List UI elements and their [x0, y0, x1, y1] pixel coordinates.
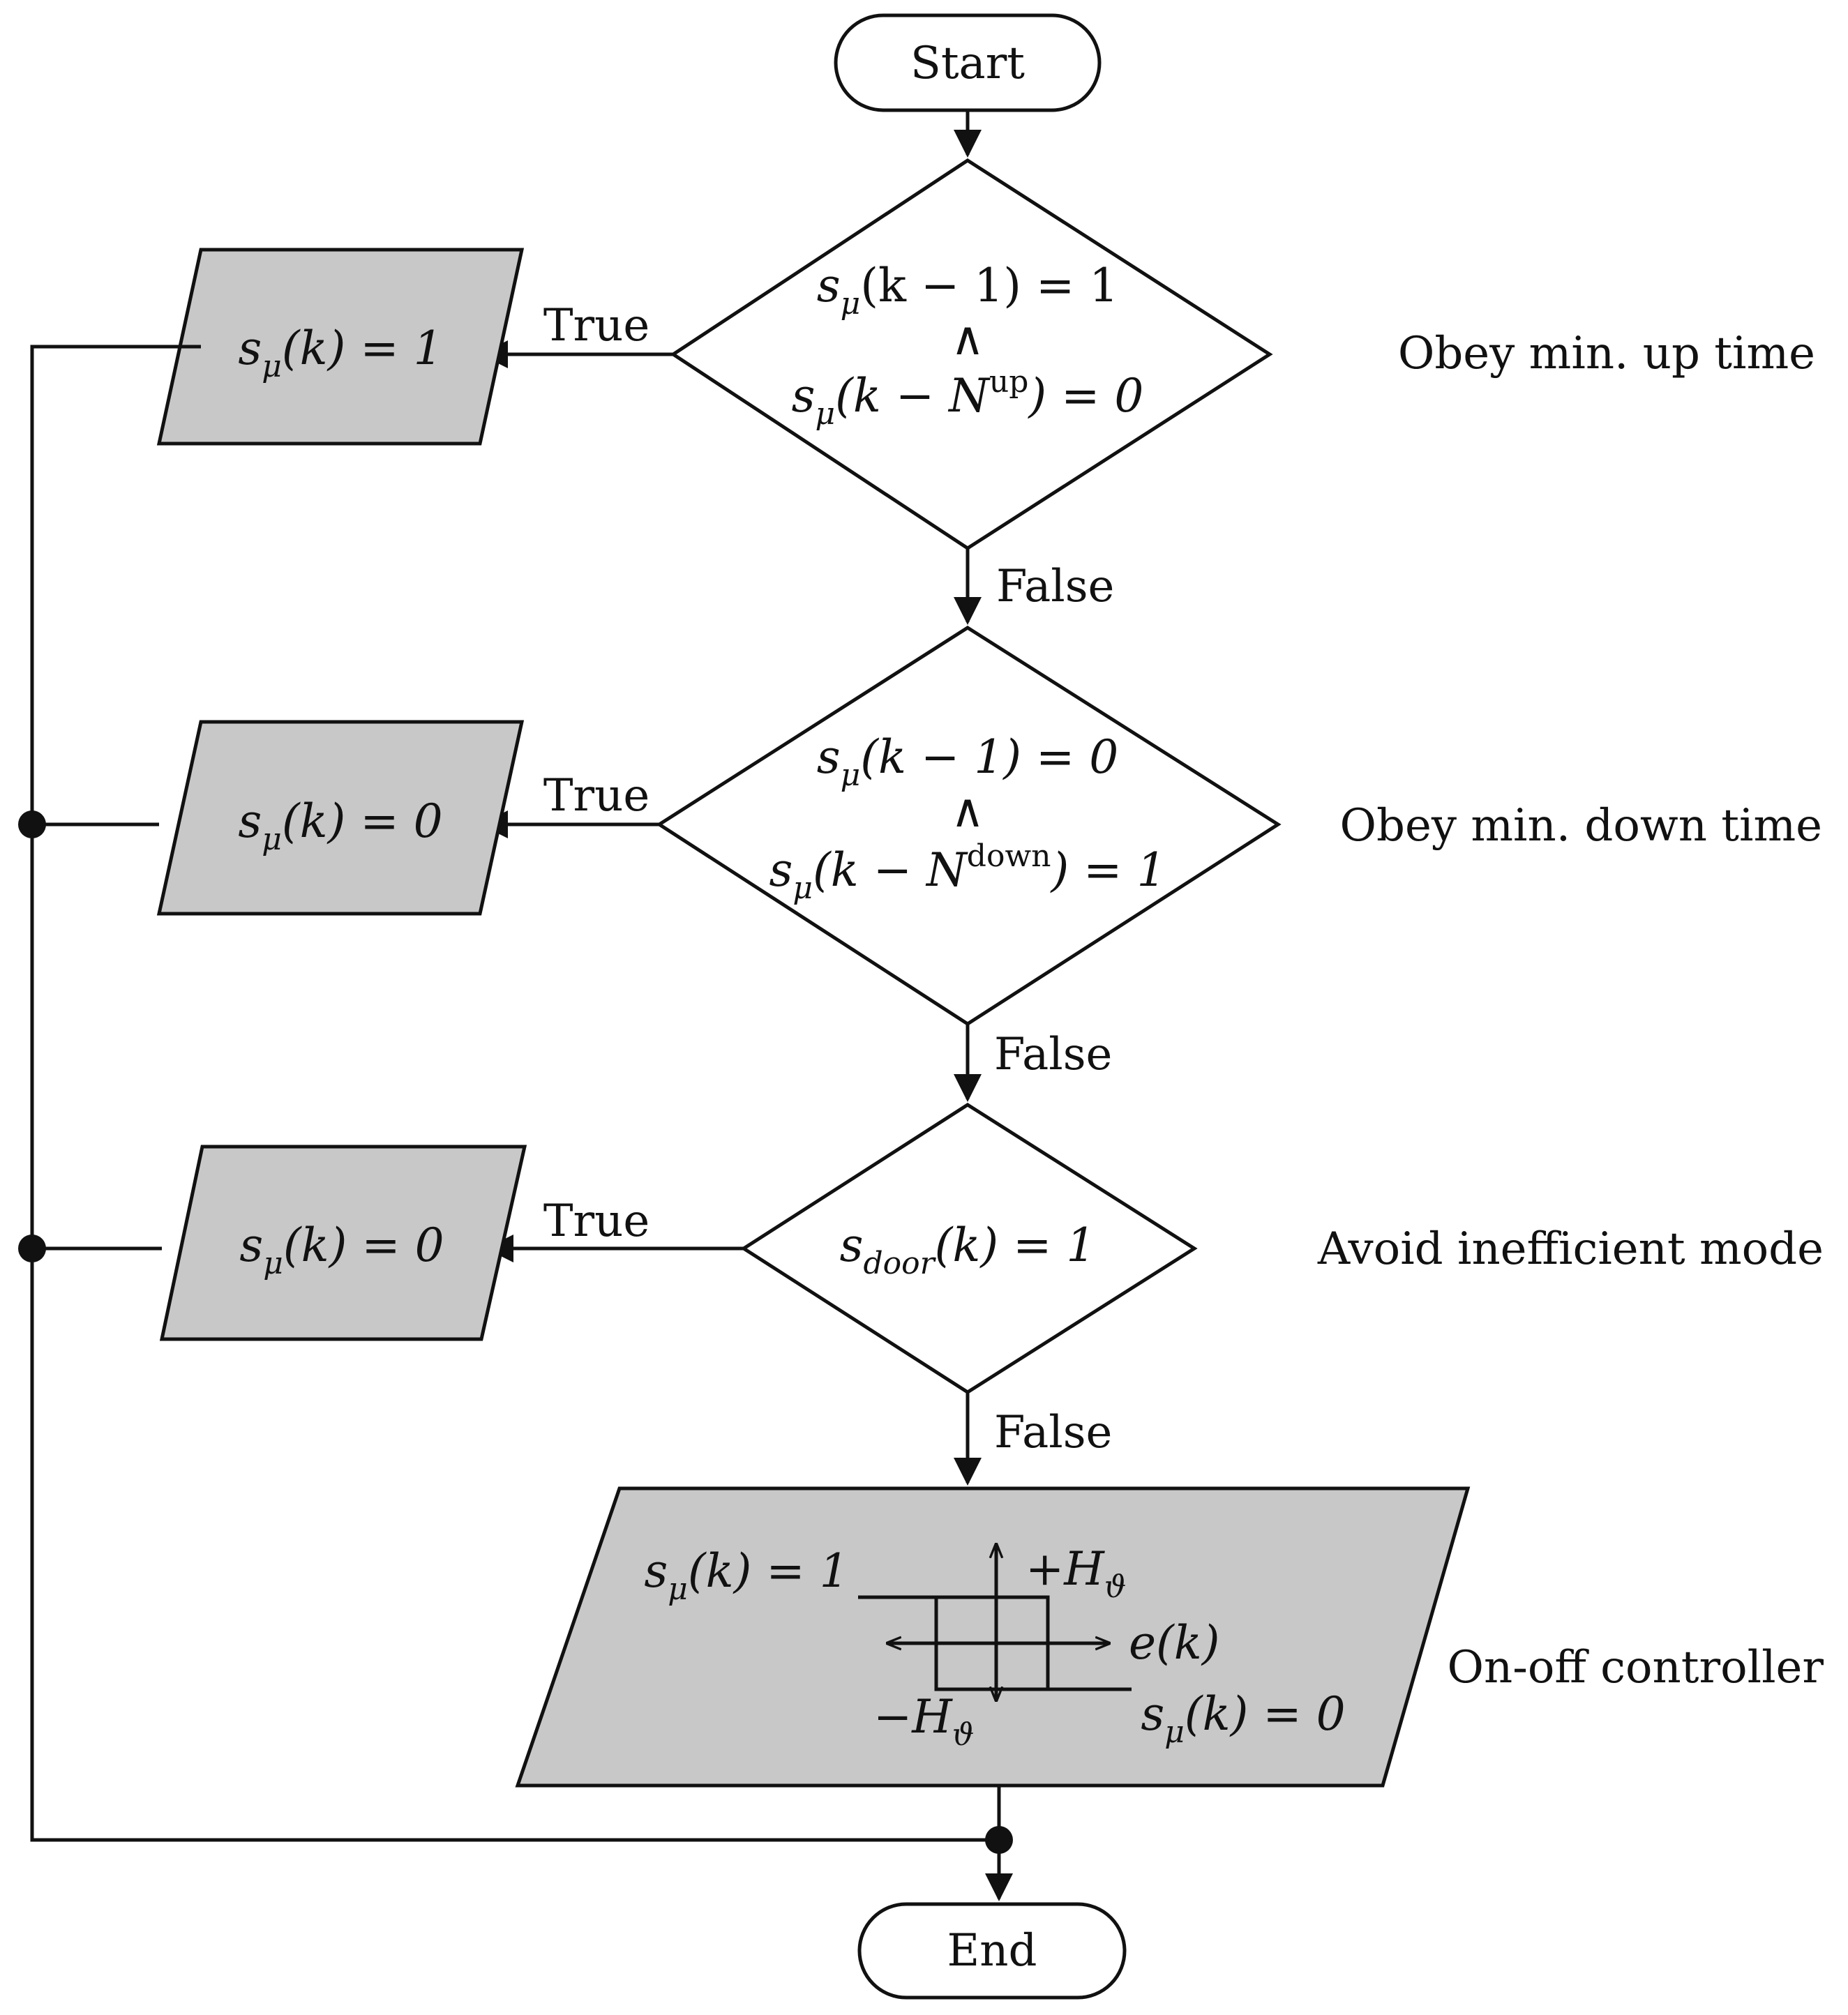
- controller-off-label: sμ(k) = 0: [1141, 1687, 1345, 1750]
- end-terminal: End: [857, 1902, 1127, 2000]
- d2-true-label: True: [543, 770, 649, 822]
- d3-false-label: False: [994, 1407, 1112, 1458]
- on-off-controller: sμ(k) = 1 sμ(k) = 0 +Hϑ −Hϑ e(k): [515, 1486, 1471, 1788]
- d1-and: ∧: [951, 312, 984, 365]
- output-on: sμ(k) = 1: [156, 248, 525, 446]
- error-label: e(k): [1129, 1616, 1220, 1670]
- minus-h-label: −Hϑ: [873, 1690, 974, 1753]
- d2-false-label: False: [994, 1029, 1112, 1080]
- annotation-inefficient-mode: Avoid inefficient mode: [1317, 1223, 1824, 1275]
- hysteresis-upper-path: [858, 1595, 1132, 1691]
- d2-line2: sμ(k − Ndown) = 1: [769, 838, 1166, 906]
- controller-on-label: sμ(k) = 1: [644, 1544, 848, 1607]
- decision-min-up-time: sμ(k − 1) = 1 ∧ sμ(k − Nup) = 0: [670, 158, 1273, 550]
- output-off-down: sμ(k) = 0: [156, 720, 525, 916]
- d1-line2: sμ(k − Nup) = 0: [792, 364, 1144, 432]
- output-2-label: sμ(k) = 0: [238, 794, 442, 857]
- d1-false-label: False: [996, 561, 1114, 612]
- annotation-controller: On-off controller: [1448, 1642, 1824, 1693]
- junction-dot-3: [18, 1235, 46, 1262]
- junction-dot-2: [18, 810, 46, 838]
- junction-dot-end: [985, 1826, 1013, 1854]
- decision-inefficient-mode: sdoor(k) = 1: [740, 1103, 1198, 1394]
- plus-h-label: +Hϑ: [1026, 1542, 1126, 1605]
- hysteresis-plot: +Hϑ −Hϑ e(k): [858, 1542, 1220, 1753]
- start-label: Start: [910, 38, 1025, 89]
- annotation-min-up-time: Obey min. up time: [1398, 328, 1815, 379]
- return-line: [30, 345, 999, 1842]
- d2-line1: sμ(k − 1) = 0: [817, 730, 1118, 793]
- output-3-label: sμ(k) = 0: [239, 1218, 444, 1281]
- d1-line1: sμ(k − 1) = 1: [817, 259, 1118, 322]
- start-terminal: Start: [834, 13, 1102, 112]
- output-1-label: sμ(k) = 1: [238, 322, 442, 384]
- output-off-door: sμ(k) = 0: [159, 1145, 527, 1341]
- end-label: End: [947, 1925, 1037, 1977]
- decision-min-down-time: sμ(k − 1) = 0 ∧ sμ(k − Ndown) = 1: [656, 626, 1282, 1026]
- d3-true-label: True: [543, 1195, 649, 1247]
- annotation-min-down-time: Obey min. down time: [1340, 800, 1822, 852]
- d3-line1: sdoor(k) = 1: [840, 1218, 1096, 1281]
- d1-true-label: True: [543, 300, 649, 352]
- d2-and: ∧: [951, 784, 984, 838]
- hysteresis-lower-path: [934, 1597, 1048, 1691]
